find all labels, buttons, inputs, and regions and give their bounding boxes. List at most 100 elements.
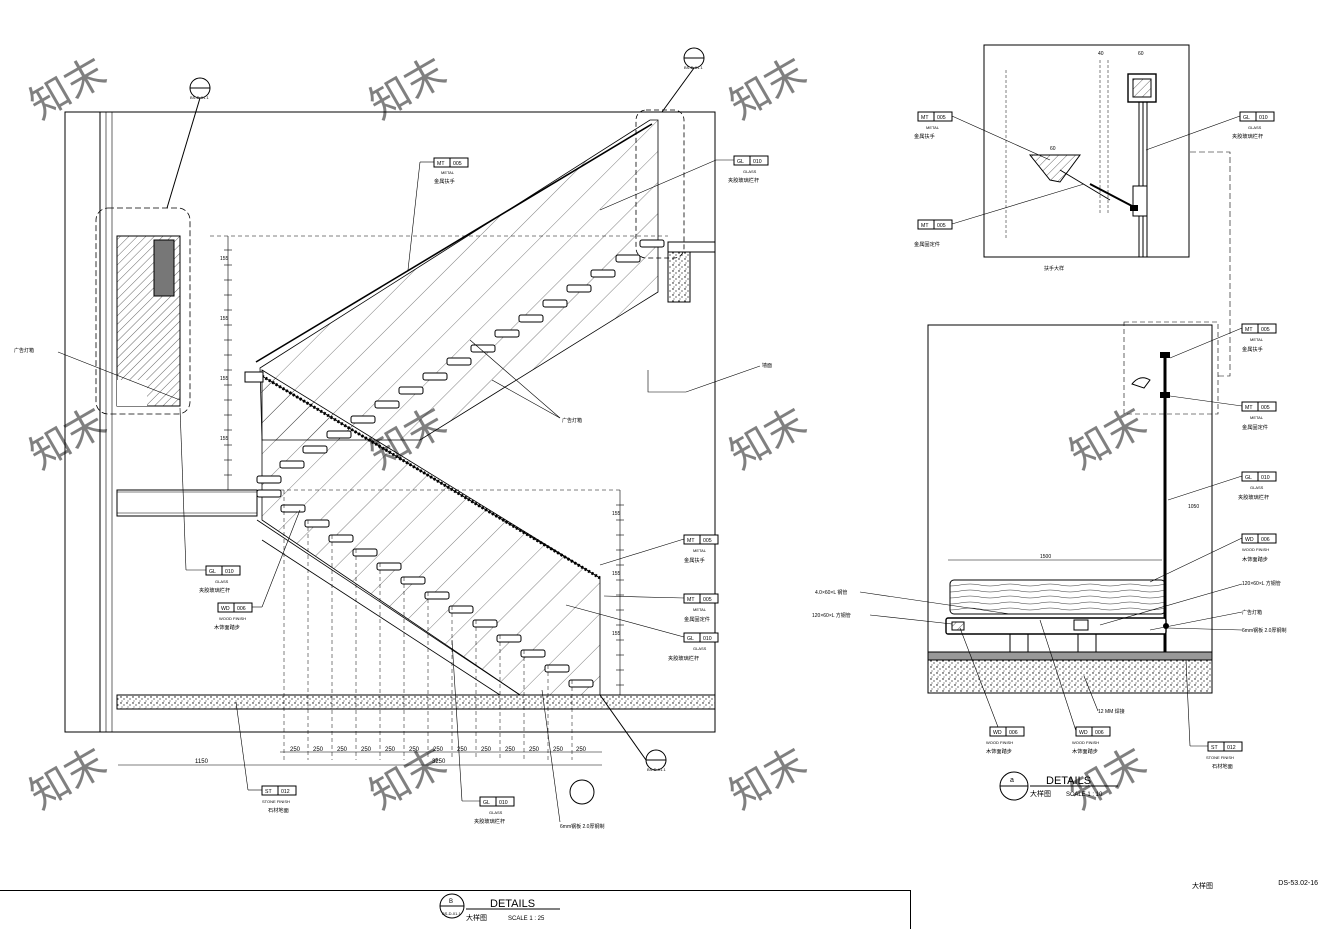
tread-dim: 250 — [481, 747, 492, 753]
tag-num: 012 — [1227, 745, 1236, 751]
dim-small: 40 — [1098, 51, 1104, 57]
lower-treads — [256, 489, 594, 688]
lamp-box-outline — [95, 207, 191, 415]
height-dim: 1050 — [1188, 504, 1199, 510]
tag-code: WD — [993, 730, 1002, 736]
tag-num: 005 — [453, 161, 462, 167]
tag-en: GLASS — [1250, 485, 1264, 490]
tag-num: 006 — [1095, 730, 1104, 736]
side-section: 1500 1050 — [927, 321, 1219, 694]
tag-num: 005 — [1261, 327, 1270, 333]
tag-code: MT — [921, 115, 929, 121]
upper-treads — [256, 239, 665, 484]
tag-cn: 夹胶玻璃栏杆 — [1238, 493, 1269, 501]
tag-code: GL — [687, 636, 694, 642]
tag-code: MT — [921, 223, 929, 229]
tag-en: METAL — [1250, 337, 1264, 342]
tag-en: METAL — [926, 125, 940, 130]
tag-code: ST — [1211, 745, 1218, 751]
sheet-label: 大样图 — [1192, 883, 1213, 890]
tag-cn: 夹胶玻璃栏杆 — [668, 654, 699, 662]
tag-num: 010 — [703, 636, 712, 642]
tread-dim: 250 — [290, 747, 301, 753]
tag-cn: 木饰面踏步 — [214, 623, 240, 631]
detail-frame — [983, 44, 1190, 258]
tag-code: MT — [687, 538, 695, 544]
tag-code: GL — [737, 159, 744, 165]
rise-dimensions-left — [224, 236, 232, 490]
steel-note: 6mm钢板 2.0厚钢制 — [560, 823, 604, 830]
tag-en: STONE FINISH — [1206, 755, 1234, 760]
rise-label: 155 — [612, 511, 621, 517]
watermark-text: 知末 — [23, 740, 114, 818]
tag-num: 005 — [703, 538, 712, 544]
tag-en: METAL — [693, 607, 707, 612]
tag-code: GL — [1245, 475, 1252, 481]
landing-slab — [116, 489, 258, 517]
side-marker: a — [1010, 777, 1014, 784]
tag-num: 005 — [937, 115, 946, 121]
tag-num: 006 — [1009, 730, 1018, 736]
dim-small: 60 — [1138, 51, 1144, 57]
sheet-code: DS-53.02-16 — [1278, 880, 1318, 887]
tread-dim: 250 — [433, 747, 444, 753]
tag-cn: 夹胶玻璃栏杆 — [199, 586, 230, 594]
side-scale: SCALE 1 : 10 — [1066, 792, 1103, 798]
note-pipe: 4.0×60×L 钢管 — [815, 589, 847, 596]
tag-code: WD — [221, 606, 230, 612]
tag-cn: 夹胶玻璃栏杆 — [1232, 132, 1263, 140]
width-dim: 1500 — [1040, 554, 1051, 560]
tag-code: MT — [687, 597, 695, 603]
tag-code: GL — [209, 569, 216, 575]
tag-code: ST — [265, 789, 272, 795]
tag-en: GLASS — [693, 646, 707, 651]
main-elevation: 155 155 155 155 155 155 155 墙面 — [64, 109, 772, 760]
tag-num: 010 — [1259, 115, 1268, 121]
elevation-frame — [64, 111, 716, 733]
main-title: DETAILS — [490, 898, 535, 910]
tag-cn: 金属扶手 — [434, 177, 455, 185]
tag-num: 006 — [1261, 537, 1270, 543]
tag-cn: 金属扶手 — [684, 556, 705, 564]
floor-slab — [116, 694, 716, 710]
callout-text: BS-D-01.1 — [684, 65, 703, 70]
handrail-detail: 40 60 60 扶手大样 — [983, 44, 1190, 272]
tag-code: WD — [1245, 537, 1254, 543]
rise-label: 155 — [220, 376, 229, 382]
tag-en: METAL — [441, 170, 455, 175]
dim-left: 1150 — [195, 759, 209, 765]
tag-code: MT — [1245, 327, 1253, 333]
title-strip — [0, 890, 911, 929]
note-steel: 6mm钢板 2.0厚钢制 — [1242, 627, 1286, 634]
watermark-text: 知末 — [723, 740, 814, 818]
dim-small: 60 — [1050, 146, 1056, 152]
tag-cn: 金属固定件 — [684, 615, 710, 623]
tread-dim: 250 — [313, 747, 324, 753]
note-plate: 120×60×L 方钢管 — [812, 612, 851, 619]
material-tags-main: MT 005 METAL 金属扶手 GL 010 GLASS 夹胶玻璃栏杆 GL… — [179, 155, 769, 825]
tag-cn: 夹胶玻璃栏杆 — [728, 176, 759, 184]
lamp-note: 广告灯箱 — [14, 347, 34, 354]
rise-dimensions-right — [616, 490, 624, 695]
tag-en: METAL — [1250, 415, 1264, 420]
tag-num: 010 — [225, 569, 234, 575]
tag-en: GLASS — [489, 810, 503, 815]
tag-en: WOOD FINISH — [219, 616, 246, 621]
tread-dim: 250 — [409, 747, 420, 753]
main-marker: B — [449, 899, 453, 905]
tag-code: MT — [1245, 405, 1253, 411]
callout-text: BS-D-01.1 — [190, 95, 209, 100]
side-section-notes: 4.0×60×L 钢管 120×60×L 方钢管 120×60×L 方钢管 广告… — [812, 580, 1286, 715]
tag-cn: 木饰面踏步 — [986, 747, 1012, 755]
tag-en: WOOD FINISH — [1072, 740, 1099, 745]
note-plate-2: 120×60×L 方钢管 — [1242, 580, 1281, 587]
tag-code: GL — [483, 800, 490, 806]
tag-num: 010 — [753, 159, 762, 165]
section-callouts — [166, 47, 705, 805]
tag-cn: 金属扶手 — [914, 132, 935, 140]
tag-en: GLASS — [1248, 125, 1262, 130]
dim-total: 3250 — [432, 759, 446, 765]
tag-cn: 夹胶玻璃栏杆 — [474, 817, 505, 825]
tread-dim: 250 — [529, 747, 540, 753]
